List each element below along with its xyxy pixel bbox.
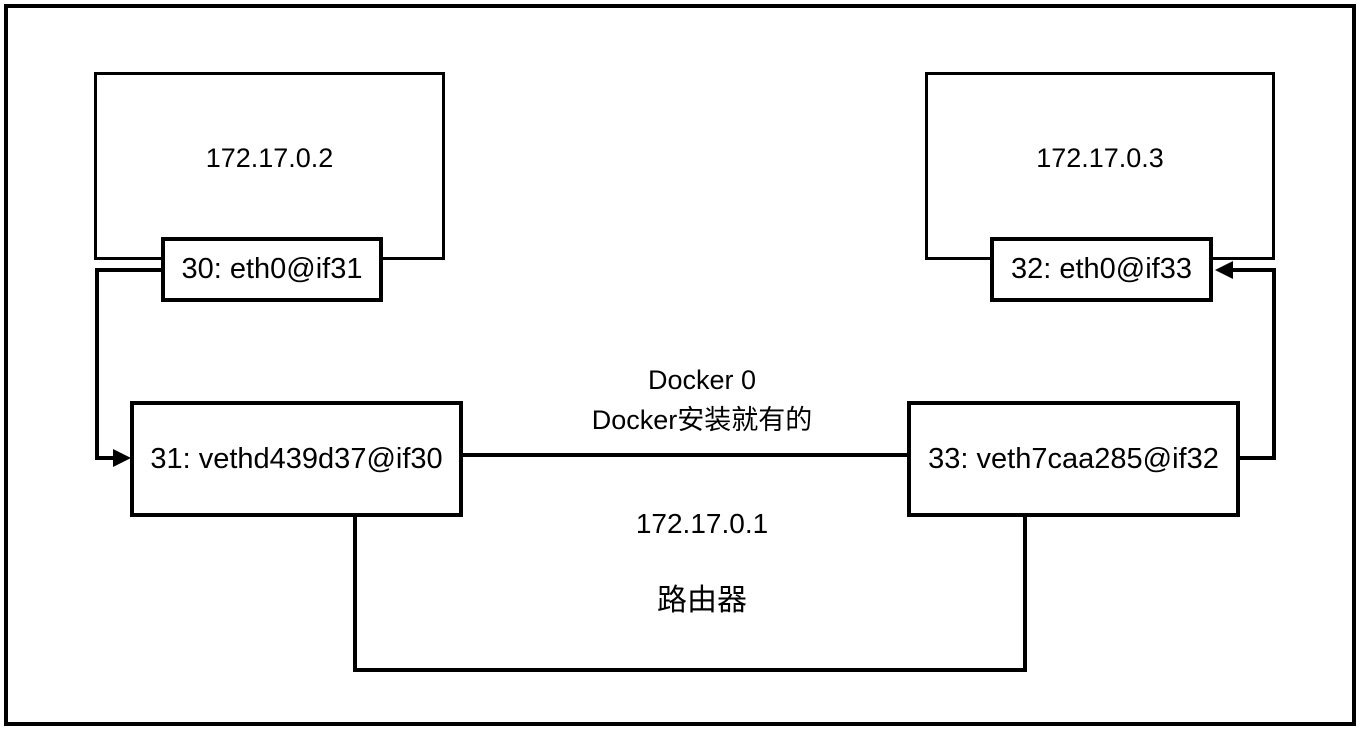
interface-box-eth0-right: 32: eth0@if33 [990,237,1213,302]
interface-label-eth0-right: 32: eth0@if33 [1010,253,1192,285]
interface-box-eth0-left: 30: eth0@if31 [161,237,383,302]
interface-label-eth0-left: 30: eth0@if31 [181,253,363,285]
container-box-right: 172.17.0.3 [925,72,1275,260]
interface-label-veth-right: 33: veth7caa285@if32 [928,442,1219,475]
container-ip-right: 172.17.0.3 [1036,142,1164,173]
bridge-title: Docker 0 Docker安装就有的 [462,360,942,440]
interface-label-veth-left: 31: vethd439d37@if30 [150,442,443,475]
bridge-ip: 172.17.0.1 [635,508,769,539]
container-ip-left: 172.17.0.2 [205,142,334,173]
diagram-border [4,4,1356,726]
bridge-note-line: Docker安装就有的 [591,405,813,435]
container-box-left: 172.17.0.2 [94,72,445,260]
interface-box-veth-left: 31: vethd439d37@if30 [130,401,463,517]
bridge-name-line: Docker 0 [647,365,757,395]
bridge-role: 路由器 [657,584,747,617]
interface-box-veth-right: 33: veth7caa285@if32 [907,401,1240,517]
